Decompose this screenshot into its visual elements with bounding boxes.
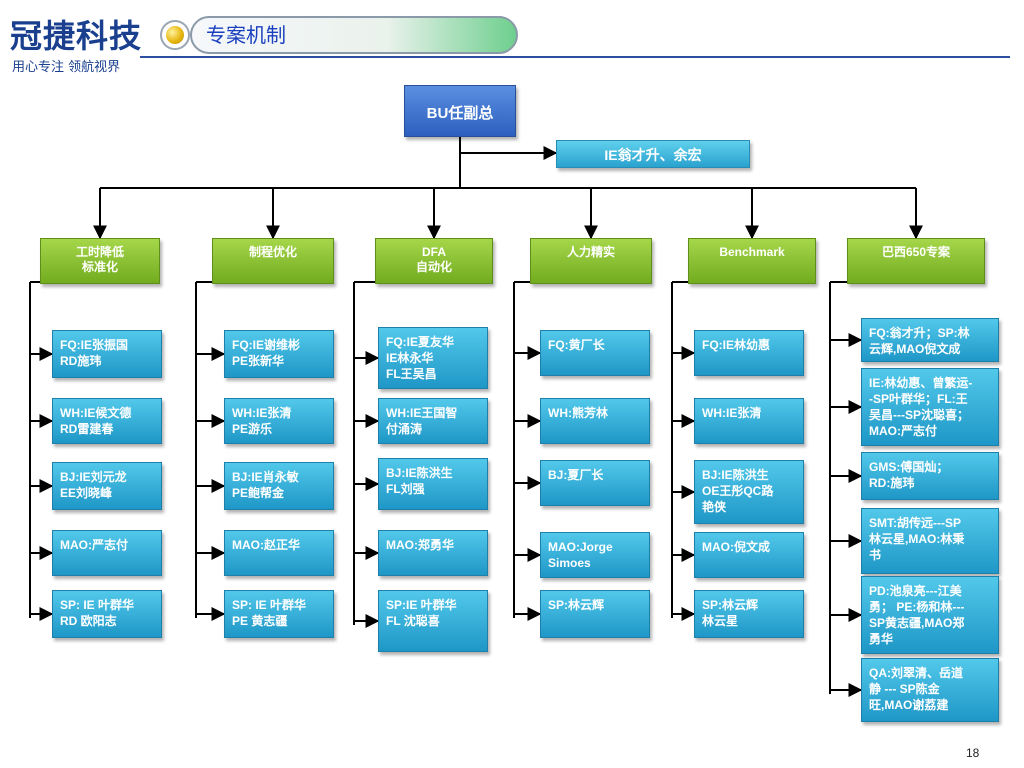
member-node: SP:林云辉 (540, 590, 650, 638)
member-node: FQ:IE夏友华 IE林永华 FL王吴昌 (378, 327, 488, 389)
page-number: 18 (966, 746, 980, 760)
ie-team-node: IE翁才升、余宏 (556, 140, 750, 168)
bullet-dot-icon (160, 20, 190, 50)
member-node: WH:IE张清 (694, 398, 804, 444)
company-logo-title: 冠捷科技 (10, 17, 143, 55)
member-node: SP:IE 叶群华 FL 沈聪喜 (378, 590, 488, 652)
member-node: FQ:IE张振国 RD施玮 (52, 330, 162, 378)
member-node: BJ:IE陈洪生 FL刘强 (378, 458, 488, 510)
member-node: SMT:胡传远---SP 林云星,MAO:林秉 书 (861, 508, 999, 574)
member-node: BJ:IE刘元龙 EE刘晓峰 (52, 462, 162, 510)
company-slogan: 用心专注 领航视界 (12, 60, 121, 75)
member-node: WH:IE张清 PE游乐 (224, 398, 334, 444)
member-node: BJ:IE肖永敏 PE鲍帮金 (224, 462, 334, 510)
category-node: DFA 自动化 (375, 238, 493, 284)
member-node: GMS:傅国灿； RD:施玮 (861, 452, 999, 500)
member-node: MAO:郑勇华 (378, 530, 488, 576)
member-node: WH:IE候文德 RD雷建春 (52, 398, 162, 444)
member-node: FQ:黄厂长 (540, 330, 650, 376)
member-node: FQ:翁才升；SP:林 云辉,MAO倪文成 (861, 318, 999, 362)
member-node: MAO:赵正华 (224, 530, 334, 576)
member-node: MAO:Jorge Simoes (540, 532, 650, 578)
member-node: QA:刘翠清、岳道 静 --- SP陈金 旺,MAO谢荔建 (861, 658, 999, 722)
member-node: IE:林幼惠、曾繁运- -SP叶群华；FL:王 吴昌---SP沈聪喜； MAO:… (861, 368, 999, 446)
category-node: 人力精实 (530, 238, 652, 284)
category-node: 制程优化 (212, 238, 334, 284)
root-node: BU任副总 (404, 85, 516, 137)
member-node: SP:林云辉 林云星 (694, 590, 804, 638)
title-tab (190, 16, 518, 54)
section-title: 专案机制 (206, 23, 286, 47)
member-node: FQ:IE林幼惠 (694, 330, 804, 376)
member-node: SP: IE 叶群华 RD 欧阳志 (52, 590, 162, 638)
category-node: 巴西650专案 (847, 238, 985, 284)
member-node: MAO:倪文成 (694, 532, 804, 578)
category-node: Benchmark (688, 238, 816, 284)
member-node: BJ:IE陈洪生 OE王彤QC路 艳侠 (694, 460, 804, 524)
member-node: MAO:严志付 (52, 530, 162, 576)
member-node: FQ:IE谢维彬 PE张新华 (224, 330, 334, 378)
member-node: PD:池泉亮---江美 勇； PE:杨和林--- SP黄志疆,MAO郑 勇华 (861, 576, 999, 654)
member-node: SP: IE 叶群华 PE 黄志疆 (224, 590, 334, 638)
member-node: BJ:夏厂长 (540, 460, 650, 506)
category-node: 工时降低 标准化 (40, 238, 160, 284)
member-node: WH:熊芳林 (540, 398, 650, 444)
header-divider (140, 56, 1010, 58)
member-node: WH:IE王国智 付涌涛 (378, 398, 488, 444)
